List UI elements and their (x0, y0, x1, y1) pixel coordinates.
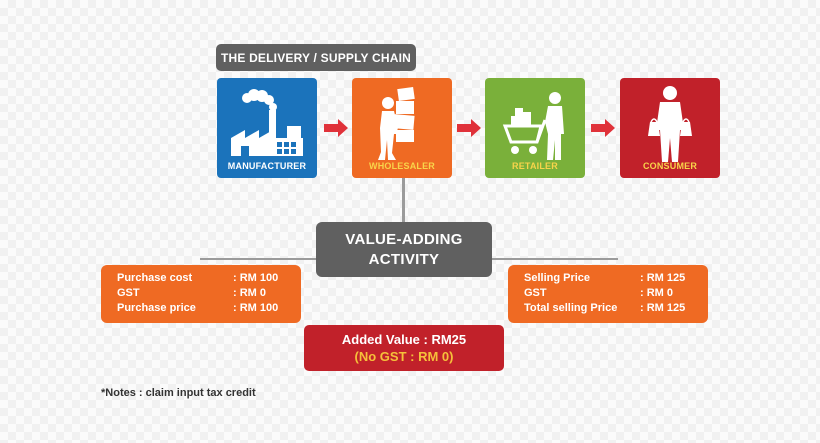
selling-panel: Selling Price : RM 125 GST : RM 0 Total … (508, 265, 708, 323)
purchase-value: : RM 100 (233, 272, 279, 284)
manufacturer-label: MANUFACTURER (227, 161, 307, 171)
purchase-value: : RM 100 (233, 302, 279, 314)
supply-chain-title: THE DELIVERY / SUPPLY CHAIN (216, 44, 416, 71)
person-with-bags-icon (648, 86, 692, 162)
person-carrying-boxes-icon (378, 86, 415, 160)
purchase-value: : RM 0 (233, 287, 266, 299)
vertical-connector (402, 178, 405, 222)
right-connector (492, 258, 618, 260)
value-adding-line1: VALUE-ADDING (345, 230, 463, 248)
arrow-right-icon (457, 119, 481, 137)
manufacturer-tile: MANUFACTURER (217, 78, 317, 178)
purchase-row: GST : RM 0 (117, 286, 301, 301)
selling-key: Total selling Price (524, 302, 618, 314)
factory-icon (231, 89, 303, 156)
arrow-right-icon (591, 119, 615, 137)
footnote: *Notes : claim input tax credit (101, 387, 256, 399)
selling-row: Total selling Price : RM 125 (524, 301, 708, 316)
consumer-label: CONSUMER (642, 161, 698, 171)
wholesaler-label: WHOLESALER (369, 161, 435, 171)
person-with-trolley-icon (502, 92, 564, 160)
selling-row: Selling Price : RM 125 (524, 271, 708, 286)
selling-value: : RM 125 (640, 302, 686, 314)
purchase-row: Purchase cost : RM 100 (117, 271, 301, 286)
left-connector (200, 258, 316, 260)
purchase-panel: Purchase cost : RM 100 GST : RM 0 Purcha… (101, 265, 301, 323)
purchase-row: Purchase price : RM 100 (117, 301, 301, 316)
retailer-tile: RETAILER (485, 78, 585, 178)
purchase-key: GST (117, 287, 140, 299)
arrow-right-icon (324, 119, 348, 137)
purchase-key: Purchase cost (117, 272, 193, 284)
purchase-key: Purchase price (117, 302, 196, 314)
value-adding-activity-box: VALUE-ADDING ACTIVITY (316, 222, 492, 277)
consumer-tile: CONSUMER (620, 78, 720, 178)
added-value-text: Added Value : RM25 (341, 332, 467, 347)
selling-key: GST (524, 287, 547, 299)
value-adding-line2: ACTIVITY (368, 250, 440, 268)
added-value-box: Added Value : RM25 (No GST : RM 0) (304, 325, 504, 371)
retailer-label: RETAILER (512, 161, 558, 171)
selling-row: GST : RM 0 (524, 286, 708, 301)
selling-key: Selling Price (524, 272, 591, 284)
selling-value: : RM 0 (640, 287, 673, 299)
wholesaler-tile: WHOLESALER (352, 78, 452, 178)
no-gst-text: (No GST : RM 0) (354, 349, 454, 364)
selling-value: : RM 125 (640, 272, 686, 284)
